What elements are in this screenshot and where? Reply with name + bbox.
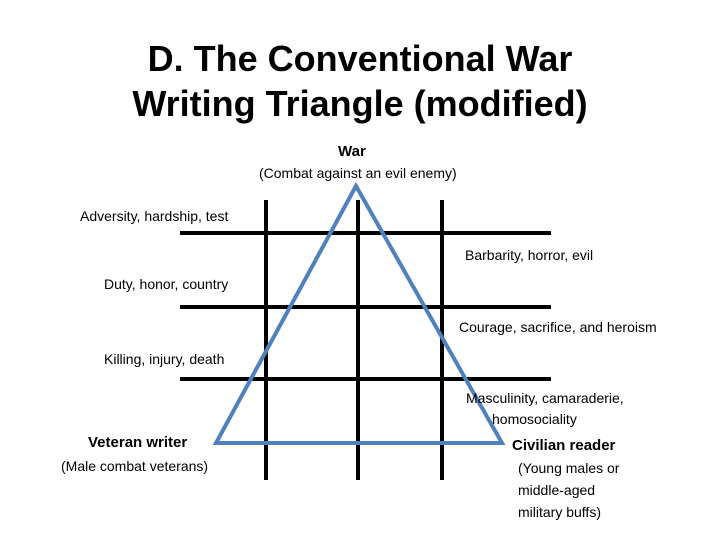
triangle-outline (212, 181, 506, 445)
civilian-reader-sublabel-3: military buffs) (518, 504, 601, 520)
apex-sublabel: (Combat against an evil enemy) (259, 165, 457, 181)
right-label-masculinity: Masculinity, camaraderie, (466, 390, 624, 406)
civilian-reader-sublabel-1: (Young males or (518, 460, 620, 476)
civilian-reader-label: Civilian reader (512, 437, 616, 454)
veteran-writer-label: Veteran writer (88, 434, 188, 451)
veteran-writer-sublabel: (Male combat veterans) (61, 458, 209, 474)
right-label-homosociality: homosociality (492, 411, 577, 427)
right-label-barbarity: Barbarity, horror, evil (465, 247, 594, 263)
slide-title-line-2: Writing Triangle (modified) (132, 83, 588, 124)
apex-label: War (338, 143, 366, 160)
left-label-adversity: Adversity, hardship, test (80, 208, 229, 224)
civilian-reader-sublabel-2: middle-aged (518, 482, 596, 498)
right-label-courage: Courage, sacrifice, and heroism (459, 319, 657, 335)
left-label-duty: Duty, honor, country (104, 276, 229, 292)
slide-title-line-1: D. The Conventional War (147, 38, 573, 79)
left-label-killing: Killing, injury, death (104, 351, 225, 367)
